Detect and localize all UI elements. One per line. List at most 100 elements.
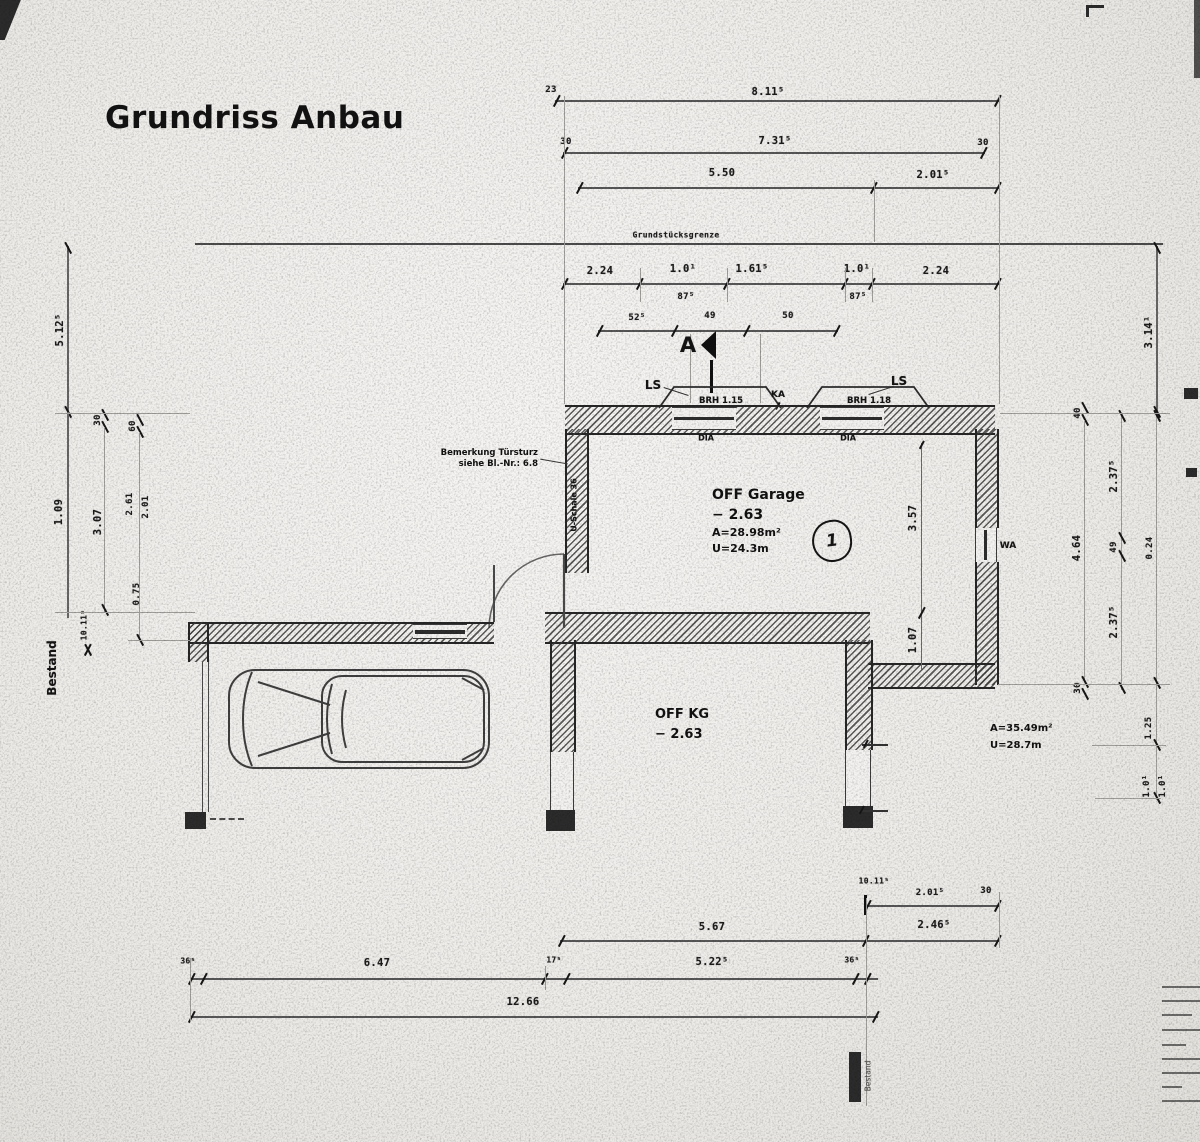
dim-label: 5.50: [708, 167, 736, 179]
dimension-line: [1084, 420, 1086, 682]
dim-label: 3.07: [92, 508, 104, 536]
window-glass-line: [822, 416, 882, 421]
extension-line: [55, 612, 195, 613]
dim-label: 17⁵: [546, 955, 562, 965]
carport-left-edge: [202, 662, 209, 812]
extension-line: [845, 268, 846, 302]
lintel-note-line2: siehe Bl.-Nr.: 6.8: [458, 458, 538, 469]
dimension-line: [139, 432, 141, 640]
extension-line: [564, 96, 565, 404]
bestand-bottom-label: Bestand: [863, 1060, 873, 1092]
dim-label: 30: [560, 137, 572, 147]
dim-label: 5.12⁵: [54, 313, 66, 347]
section-marker-label: A: [679, 333, 697, 357]
dimension-line: [563, 283, 1000, 285]
dimension-tick: [63, 241, 73, 255]
extension-line: [998, 684, 1170, 685]
dimension-tick: [993, 277, 1003, 291]
extension-line: [128, 640, 190, 641]
wa-label: WA: [999, 541, 1017, 551]
dim-label: 8.11⁵: [751, 86, 785, 98]
extension-line: [545, 966, 546, 990]
garage-kg-divider-wall: [545, 612, 870, 644]
dim-label: 30: [93, 414, 103, 426]
extension-line: [1095, 798, 1161, 799]
dimension-tick: [993, 899, 1003, 913]
window-glass-line: [674, 416, 734, 421]
lintel-note-line1: Bemerkung Türsturz: [440, 448, 538, 458]
dim-label: 7.31⁵: [758, 135, 792, 147]
cut-off-line: [1162, 1014, 1192, 1016]
kg-room-label: OFF KG − 2.63: [655, 705, 709, 745]
dim-label: 2.61: [125, 492, 135, 516]
room-perimeter: U=24.3m: [712, 542, 769, 555]
dimension-tick: [1117, 409, 1127, 423]
car-top-view: [228, 669, 490, 769]
dimension-tick: [993, 94, 1003, 108]
dim-label: 1.07: [907, 626, 919, 654]
perimeter-value: U=28.7m: [990, 740, 1042, 751]
cut-off-line: [1162, 1072, 1200, 1074]
bottom-wall-stub: [849, 1052, 861, 1102]
extension-line: [1000, 413, 1170, 414]
dim-label: 52⁵: [628, 313, 646, 323]
dimension-tick: [993, 181, 1003, 195]
dim-label: 12.66: [506, 996, 540, 1008]
extension-line: [874, 180, 875, 242]
room-number-circle: 1: [809, 517, 855, 565]
dim-label: 0.75: [132, 582, 142, 606]
room-level: − 2.63: [712, 507, 764, 523]
dim-label: 0.24: [1145, 536, 1155, 560]
dim-label: 2.01⁵: [916, 169, 950, 181]
extension-line: [55, 413, 190, 414]
cut-off-line: [1162, 1029, 1200, 1031]
dim-label: 2.46⁵: [917, 919, 951, 931]
cut-off-line: [1162, 1044, 1186, 1046]
dia-label-right: DIA: [840, 433, 856, 443]
garage-wall-top: [565, 405, 995, 435]
dim-label: 3.57: [907, 504, 919, 532]
door-jamb-line: [493, 565, 495, 622]
dia-label-left: DIA: [698, 433, 714, 443]
room-level: − 2.63: [655, 727, 703, 742]
dim-label: 6.47: [363, 957, 391, 969]
dimension-line: [921, 443, 923, 670]
dim-label: 49: [704, 311, 716, 321]
dim-label: 30: [980, 886, 992, 896]
room-area: A=28.98m²: [712, 526, 781, 539]
cut-off-line: [1162, 1086, 1182, 1088]
window-top-left: [672, 407, 736, 430]
dimension-tick: [993, 934, 1003, 948]
area-value: A=35.49m²: [990, 723, 1053, 734]
extension-line: [999, 892, 1000, 948]
carport-window: [413, 624, 467, 639]
dim-label: 49: [1109, 541, 1119, 553]
dim-label: 4.64: [1071, 534, 1083, 562]
dimension-line: [563, 152, 985, 154]
dimension-line: [190, 978, 878, 980]
scan-edge-right: [1194, 0, 1200, 78]
dim-label: 2.24: [586, 265, 614, 277]
dimension-tick: [979, 146, 989, 160]
dim-label: 10.11⁵: [79, 609, 89, 641]
dim-label: 2.24: [922, 265, 950, 277]
dim-label: 1.0¹: [669, 263, 697, 275]
dim-label: 87⁵: [677, 292, 695, 302]
room-name: OFF Garage: [712, 487, 805, 503]
dim-label: 1.0¹: [1142, 774, 1152, 798]
dim-label: 36⁵: [844, 955, 860, 965]
dim-label: 1.09: [53, 498, 65, 526]
dimension-line: [555, 100, 1000, 102]
dim-label: 1.25: [1144, 716, 1154, 740]
dim-label: 1.0¹: [1158, 774, 1168, 798]
kg-wall-left: [550, 640, 576, 752]
dim-label: 30: [977, 138, 989, 148]
dim-label: 2.37⁵: [1108, 459, 1120, 493]
dimension-line: [598, 330, 838, 332]
property-boundary-label: Grundstücksgrenze: [632, 230, 720, 240]
carport-wall-left-stub: [188, 622, 209, 662]
dimension-line: [104, 427, 106, 612]
leader-line: [540, 458, 568, 465]
scan-mark-right-1: [1184, 388, 1198, 399]
